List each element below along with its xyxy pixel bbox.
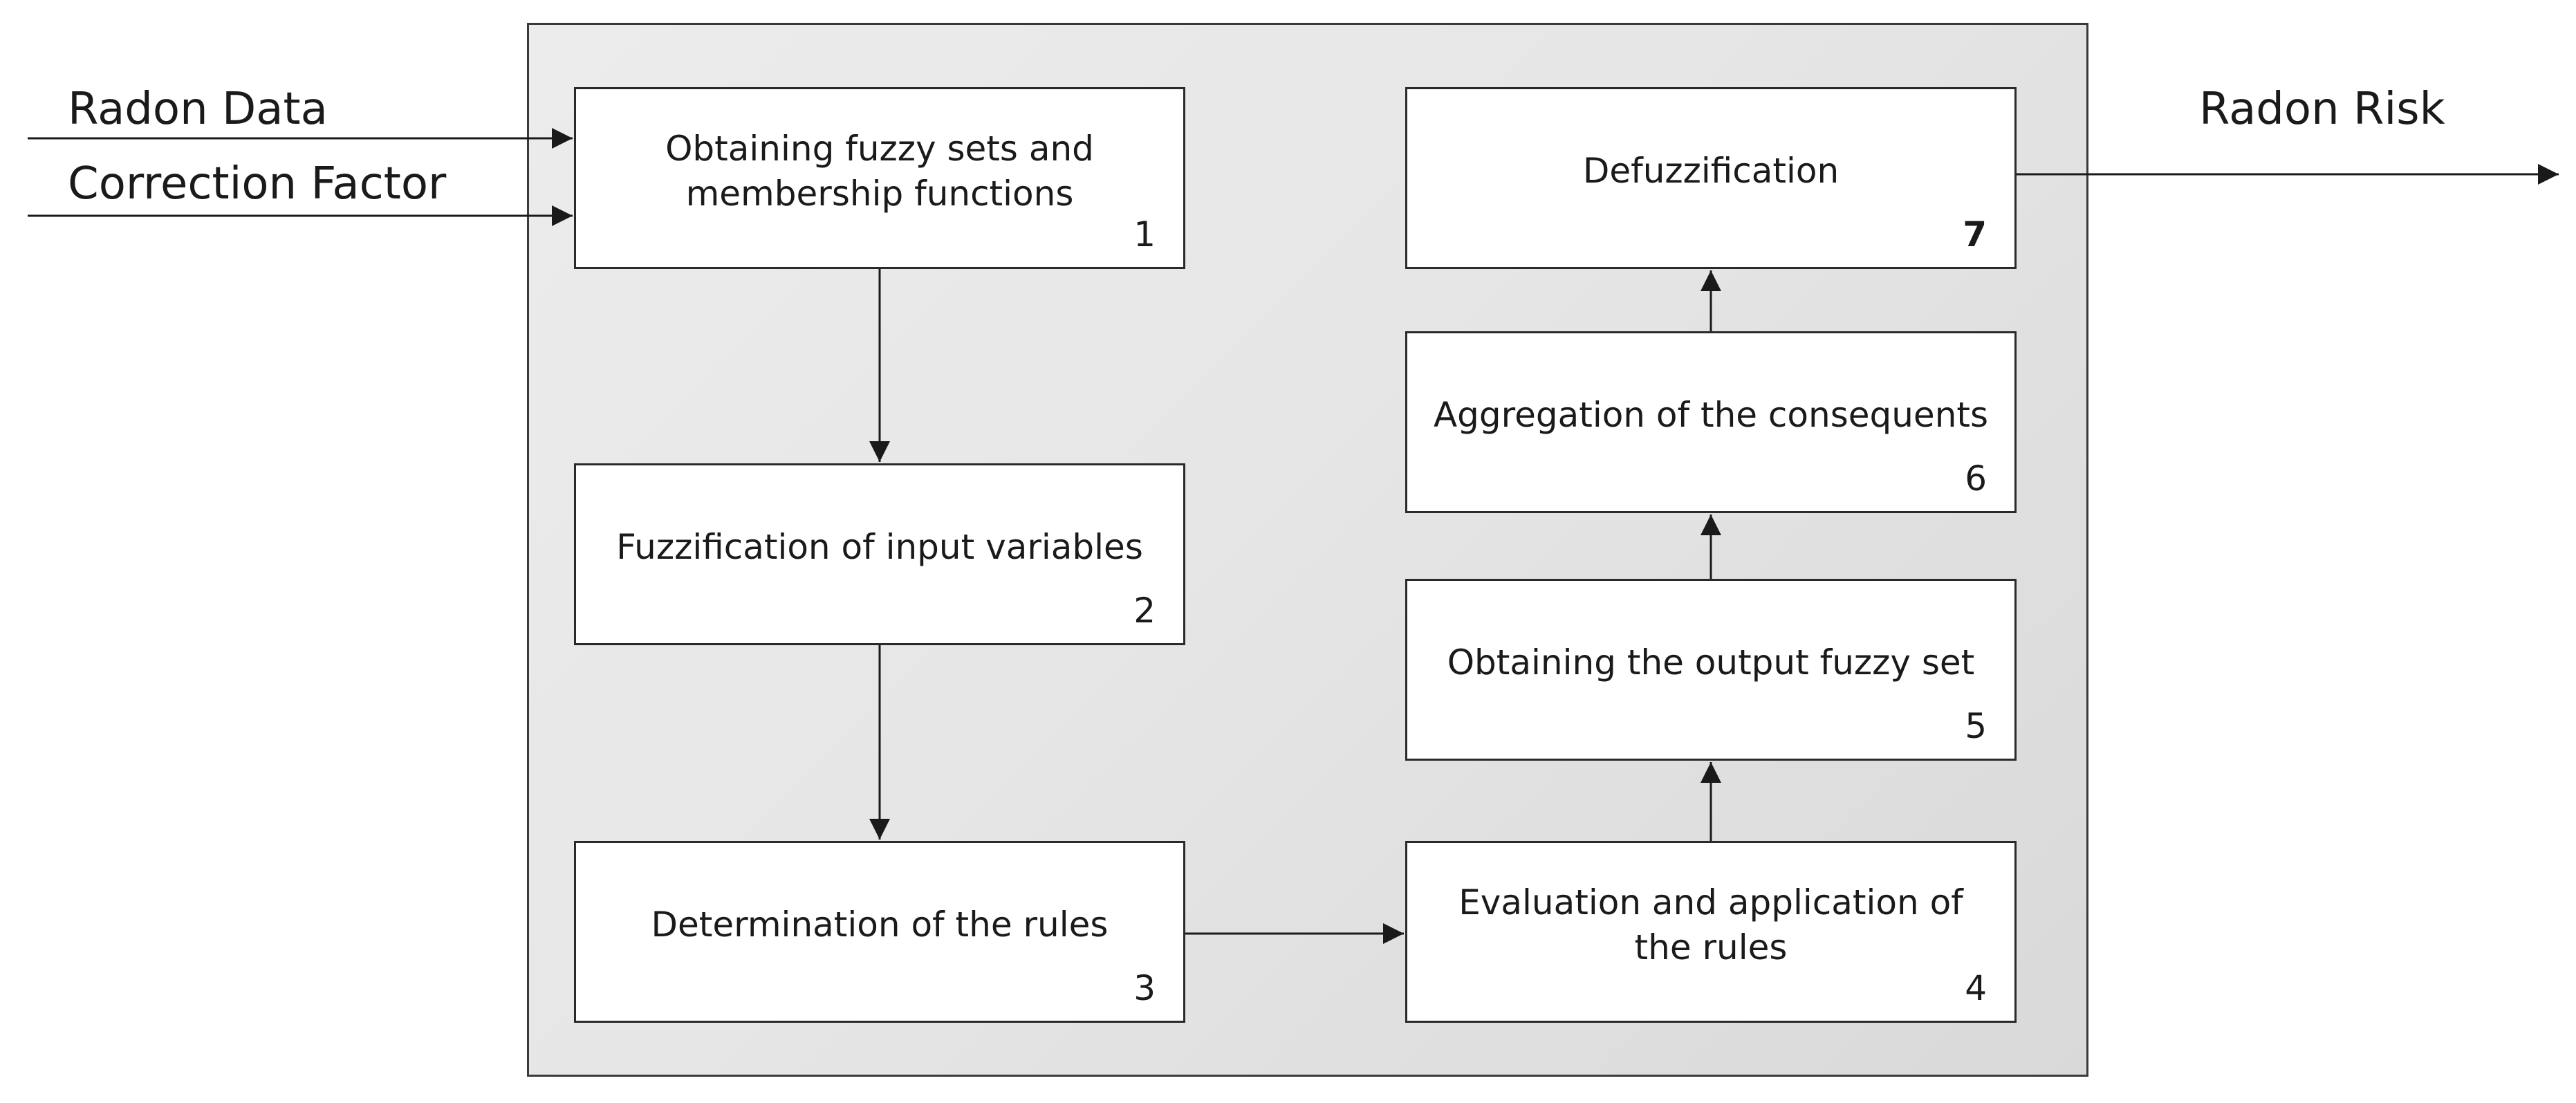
step-1-box: Obtaining fuzzy sets and membership func… [574, 87, 1185, 269]
step-3-label: Determination of the rules [651, 905, 1109, 945]
step-4-number: 4 [1965, 968, 1987, 1008]
step-3-box: Determination of the rules 3 [574, 841, 1185, 1023]
step-7-label: Defuzzification [1582, 151, 1840, 191]
output-label-radon-risk: Radon Risk [2199, 84, 2445, 135]
step-7-number: 7 [1963, 214, 1987, 254]
step-7-box: Defuzzification 7 [1405, 87, 2017, 269]
step-5-box: Obtaining the output fuzzy set 5 [1405, 579, 2017, 761]
step-2-label: Fuzzification of input variables [616, 527, 1143, 567]
step-6-box: Aggregation of the consequents 6 [1405, 331, 2017, 513]
step-3-number: 3 [1133, 968, 1156, 1008]
step-2-number: 2 [1133, 591, 1156, 631]
step-6-label: Aggregation of the consequents [1433, 395, 1989, 435]
step-5-label: Obtaining the output fuzzy set [1447, 642, 1975, 683]
input-label-radon-data: Radon Data [68, 84, 328, 135]
step-6-number: 6 [1965, 458, 1987, 499]
step-5-number: 5 [1965, 706, 1987, 746]
step-1-label: Obtaining fuzzy sets and membership func… [665, 128, 1094, 214]
input-label-correction-factor: Correction Factor [68, 158, 447, 210]
step-4-box: Evaluation and application of the rules … [1405, 841, 2017, 1023]
step-2-box: Fuzzification of input variables 2 [574, 463, 1185, 645]
step-1-number: 1 [1133, 214, 1156, 254]
step-4-label: Evaluation and application of the rules [1458, 882, 1963, 967]
